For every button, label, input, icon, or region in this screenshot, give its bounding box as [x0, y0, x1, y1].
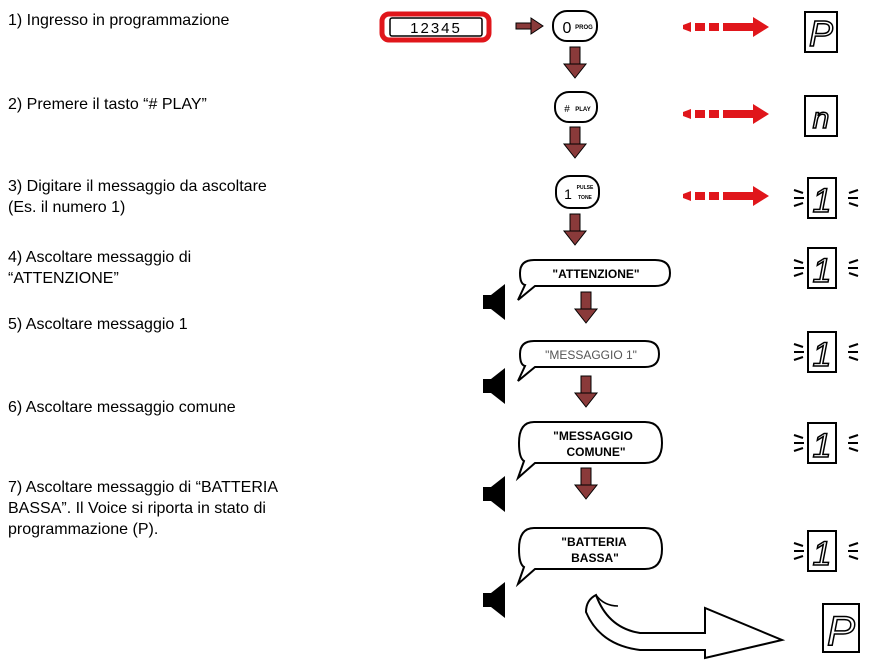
bubble-comune-line-2: COMUNE" — [566, 445, 625, 459]
blink-icon — [793, 189, 805, 207]
display-play: n — [804, 95, 838, 137]
keypad-code-box: 12345 — [379, 11, 492, 43]
blink-icon — [793, 259, 805, 277]
blink-icon — [847, 259, 859, 277]
display-digit-5: 1 — [793, 530, 859, 574]
bubble-batteria-line-2: BASSA" — [571, 551, 619, 565]
display-digit-char: 1 — [813, 427, 832, 465]
pulse-tone-key: 1 PULSE TONE — [555, 175, 600, 209]
display-digit-3: 1 — [793, 331, 859, 375]
red-arrow-icon — [683, 104, 769, 124]
blink-icon — [793, 343, 805, 361]
display-prog-char: P — [809, 13, 833, 54]
bubble-messaggio-1-text: "MESSAGGIO 1" — [545, 348, 637, 362]
bubble-attenzione-text: "ATTENZIONE" — [552, 267, 639, 281]
arrow-down-icon — [574, 291, 598, 324]
bubble-messaggio-1: "MESSAGGIO 1" — [517, 340, 661, 382]
speaker-icon — [483, 582, 505, 618]
arrow-down-icon — [574, 375, 598, 408]
play-key: # PLAY — [554, 91, 598, 123]
bubble-batteria-bassa: "BATTERIA BASSA" — [515, 527, 664, 588]
red-arrow-icon — [683, 17, 769, 37]
step-4-text: 4) Ascoltare messaggio di “ATTENZIONE” — [8, 249, 192, 287]
step-1-text: 1) Ingresso in programmazione — [8, 12, 230, 29]
play-key-symbol: # — [564, 104, 570, 115]
display-prog-final: P — [822, 603, 860, 655]
blink-icon — [847, 542, 859, 560]
display-digit-char: 1 — [813, 336, 832, 374]
pulse-key-digit: 1 — [564, 186, 572, 202]
blink-icon — [793, 542, 805, 560]
arrow-down-icon — [563, 46, 587, 79]
speaker-icon — [483, 284, 505, 320]
bubble-comune-line-1: "MESSAGGIO — [553, 429, 633, 443]
arrow-down-icon — [563, 213, 587, 246]
prog-key: 0 PROG — [552, 10, 598, 42]
step-5-text: 5) Ascoltare messaggio 1 — [8, 316, 188, 333]
bubble-messaggio-comune: "MESSAGGIO COMUNE" — [515, 421, 664, 482]
pulse-key-label: PULSE — [577, 185, 594, 191]
blink-icon — [793, 434, 805, 452]
display-digit-char: 1 — [813, 252, 832, 290]
bubble-attenzione: "ATTENZIONE" — [517, 259, 672, 301]
speaker-icon — [483, 476, 505, 512]
prog-key-label: PROG — [575, 25, 593, 31]
arrow-down-icon — [563, 126, 587, 159]
display-digit-4: 1 — [793, 422, 859, 466]
return-arrow-icon — [584, 593, 786, 660]
red-arrow-icon — [683, 186, 769, 206]
step-3-text: 3) Digitare il messaggio da ascoltare (E… — [8, 178, 267, 216]
display-play-char: n — [813, 102, 830, 135]
arrow-down-icon — [574, 467, 598, 500]
step-2-text: 2) Premere il tasto “# PLAY” — [8, 96, 207, 113]
tone-key-label: TONE — [578, 195, 592, 201]
bubble-batteria-line-1: "BATTERIA — [561, 535, 627, 549]
step-6-text: 6) Ascoltare messaggio comune — [8, 399, 236, 416]
display-digit-char: 1 — [813, 535, 832, 573]
display-digit-char: 1 — [813, 182, 832, 220]
play-key-label: PLAY — [575, 107, 590, 113]
display-prog-final-char: P — [827, 607, 855, 654]
display-digit-2: 1 — [793, 247, 859, 291]
blink-icon — [847, 343, 859, 361]
display-digit-1: 1 — [793, 177, 859, 221]
blink-icon — [847, 189, 859, 207]
arrow-right-icon — [515, 17, 544, 35]
keypad-code-text: 12345 — [410, 20, 462, 37]
speaker-icon — [483, 368, 505, 404]
blink-icon — [847, 434, 859, 452]
display-prog: P — [804, 11, 838, 55]
prog-key-digit: 0 — [563, 20, 572, 37]
step-7-text: 7) Ascoltare messaggio di “BATTERIA BASS… — [8, 479, 278, 538]
